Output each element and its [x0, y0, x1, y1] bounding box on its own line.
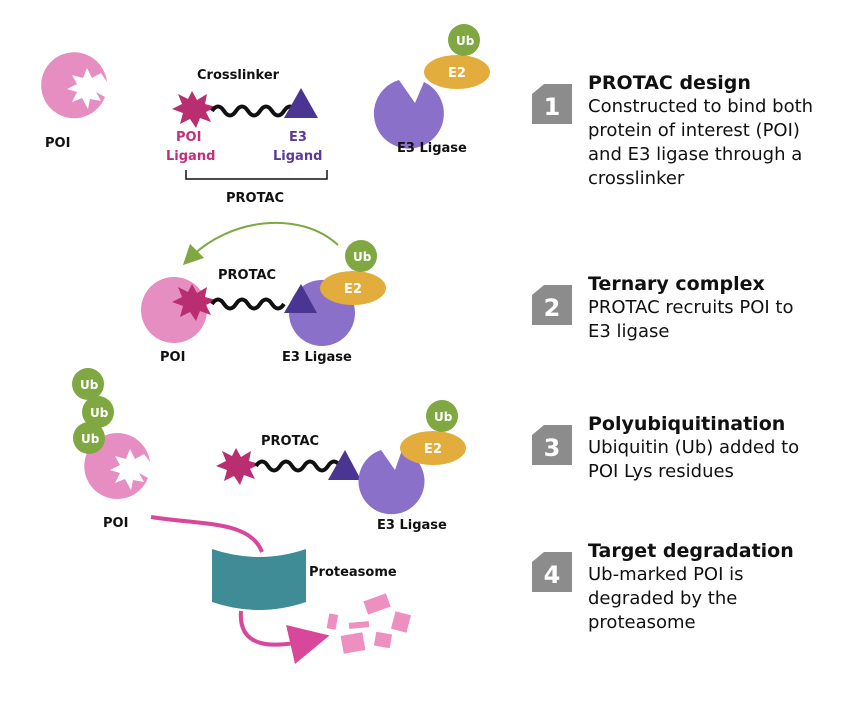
poi-label: POI [45, 136, 70, 151]
step-title: Polyubiquitination [588, 413, 786, 435]
step-badge: 4 [532, 552, 572, 592]
e2-label: E2 [424, 442, 442, 457]
e2-enzyme [320, 271, 386, 305]
poi-ligand-shape [216, 448, 260, 485]
protac-label: PROTAC [226, 191, 284, 206]
poi-body [41, 52, 107, 119]
step-number: 1 [544, 93, 561, 121]
ub-label: Ub [434, 410, 453, 424]
ubiquitin [426, 400, 458, 432]
e3-ligase-label: E3 Ligase [397, 141, 467, 156]
protac-bracket [185, 170, 328, 180]
step-description: Ubiquitin (Ub) added to POI Lys residues [588, 437, 800, 482]
step-number: 2 [544, 294, 561, 322]
fragment [340, 632, 366, 654]
e2-enzyme [424, 55, 490, 89]
protac-label: PROTAC [218, 268, 276, 283]
proteasome [212, 549, 306, 610]
ub-label-1: Ub [80, 378, 99, 392]
e3-ligase-shape [358, 450, 425, 515]
e3-ligase-shape [373, 80, 444, 149]
step-title: Ternary complex [588, 273, 765, 295]
e3-ligand-shape [284, 284, 317, 313]
ub-label-3: Ub [81, 432, 100, 446]
ubiquitin-1 [72, 368, 104, 400]
e2-label: E2 [448, 66, 466, 81]
step-number: 4 [544, 561, 561, 589]
poi-body [84, 433, 150, 500]
poi-label: POI [160, 350, 185, 365]
step-title: Target degradation [588, 540, 794, 562]
e3-ligase-label: E3 Ligase [377, 518, 447, 533]
ubiquitin [448, 24, 480, 56]
ubiquitin-2 [82, 396, 114, 428]
e3-ligase-label: E3 Ligase [282, 350, 352, 365]
step-description: Constructed to bind both protein of inte… [588, 96, 814, 189]
step-description: Ub-marked POI is degraded by the proteas… [588, 564, 744, 633]
crosslinker-chain [254, 459, 342, 473]
peptide-fragments [326, 593, 412, 654]
e3-ligand-shape [284, 88, 318, 118]
poi-ligand-shape [172, 284, 216, 321]
poi-ligand-shape [172, 91, 216, 128]
degradation-path-in [150, 515, 264, 553]
ub-label: Ub [456, 34, 475, 48]
ub-label-2: Ub [90, 406, 109, 420]
step-badge: 2 [532, 285, 572, 325]
step-badge: 1 [532, 84, 572, 124]
step-title: PROTAC design [588, 72, 751, 94]
ubiquitin [345, 240, 377, 272]
panel-1-protac-design: POI Crosslinker POI Ligand E3 Ligand PRO… [41, 24, 490, 206]
proteasome-label: Proteasome [309, 565, 397, 580]
crosslinker-chain [210, 297, 286, 311]
panel-2-ternary-complex: PROTAC E2 Ub POI E3 Ligase [141, 221, 386, 365]
fragment [348, 621, 370, 629]
poi-ligand-label-line1: POI [176, 130, 201, 145]
e2-label: E2 [344, 282, 362, 297]
fragment [390, 611, 412, 633]
panel-3-polyubiquitination: Ub Ub Ub POI PROTAC E2 Ub E3 Ligase Prot… [72, 368, 466, 664]
fragment [373, 631, 393, 649]
ubiquitin-3 [73, 422, 105, 454]
ub-label: Ub [353, 250, 372, 264]
step-number: 3 [544, 434, 561, 462]
e3-ligand-shape [328, 450, 361, 480]
protac-label: PROTAC [261, 434, 319, 449]
e2-enzyme [400, 431, 466, 465]
fragment [363, 593, 391, 615]
fragment [326, 613, 339, 630]
poi-label: POI [103, 516, 128, 531]
e3-ligand-label-line2: Ligand [273, 149, 322, 164]
step-badge: 3 [532, 425, 572, 465]
recruit-arrow [182, 221, 339, 266]
e3-ligand-label-line1: E3 [289, 130, 307, 145]
step-description: PROTAC recruits POI to E3 ligase [588, 297, 794, 342]
poi-ligand-label-line2: Ligand [166, 149, 215, 164]
degradation-path-out [238, 610, 330, 664]
crosslinker-label: Crosslinker [197, 68, 280, 83]
